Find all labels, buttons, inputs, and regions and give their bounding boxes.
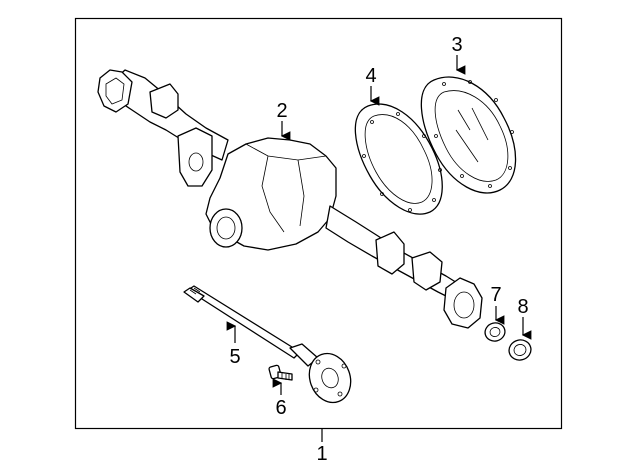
axle-housing <box>97 69 483 329</box>
callout-6: 6 <box>275 397 286 419</box>
callout-7: 7 <box>490 284 501 306</box>
callout-3: 3 <box>451 34 462 56</box>
callout-2: 2 <box>276 100 287 122</box>
axle-shaft <box>183 285 352 404</box>
diagram-frame <box>74 17 563 430</box>
callout-8: 8 <box>517 296 528 318</box>
callout-5: 5 <box>229 346 240 368</box>
cover-gasket <box>354 103 443 215</box>
callout-4: 4 <box>365 65 376 87</box>
differential-cover <box>420 76 517 194</box>
axle-bearing <box>508 339 532 361</box>
callout-1: 1 <box>316 443 327 465</box>
wheel-stud <box>268 364 293 381</box>
axle-seal <box>484 322 506 342</box>
